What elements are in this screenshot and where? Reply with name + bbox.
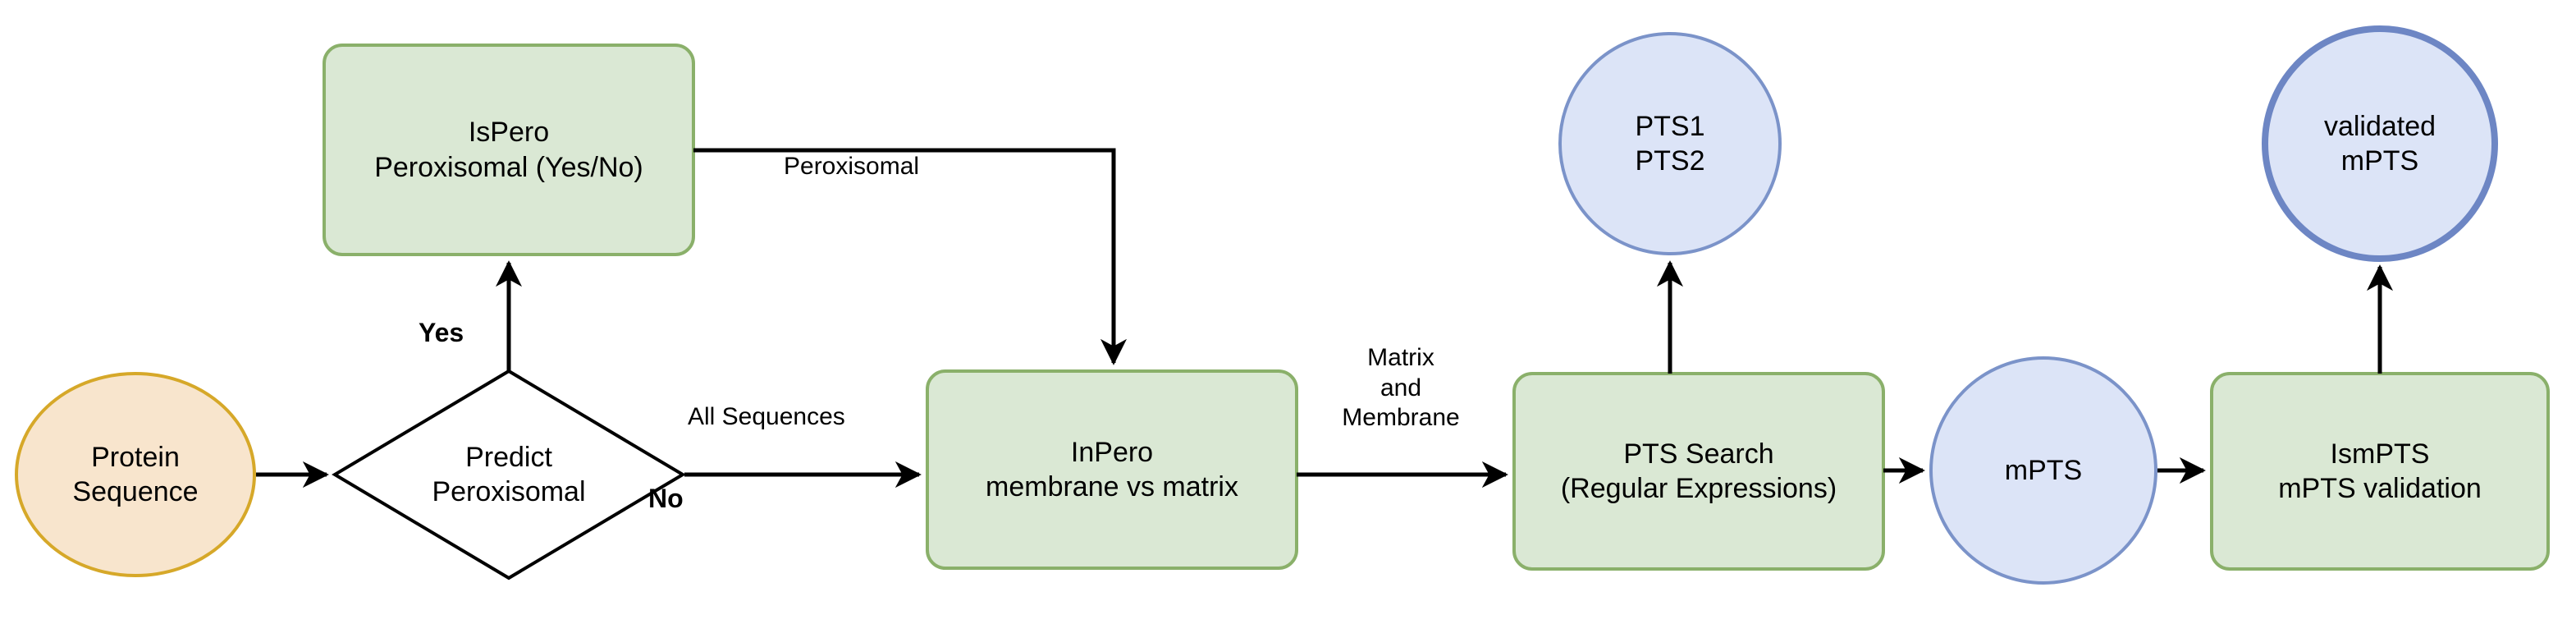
node-inpero[interactable] — [926, 369, 1298, 570]
edge-label-matrix-and-membrane: Matrix and Membrane — [1342, 344, 1460, 432]
edge-label-all-sequences: All Sequences — [688, 403, 845, 430]
node-mpts[interactable] — [1929, 356, 2157, 585]
node-pts1-pts2[interactable] — [1558, 32, 1782, 255]
node-protein-sequence[interactable] — [15, 372, 256, 577]
node-validated-mpts[interactable] — [2262, 25, 2498, 262]
node-ispero[interactable] — [323, 44, 695, 256]
edge-label-no: No — [648, 484, 684, 513]
edge-label-peroxisomal: Peroxisomal — [784, 153, 920, 180]
node-ismpts[interactable] — [2210, 372, 2550, 571]
edge-label-yes: Yes — [419, 318, 464, 347]
edge-ispero-to-inpero — [693, 148, 1128, 365]
node-pts-search[interactable] — [1512, 372, 1885, 571]
node-predict-peroxisomal[interactable] — [332, 369, 686, 580]
